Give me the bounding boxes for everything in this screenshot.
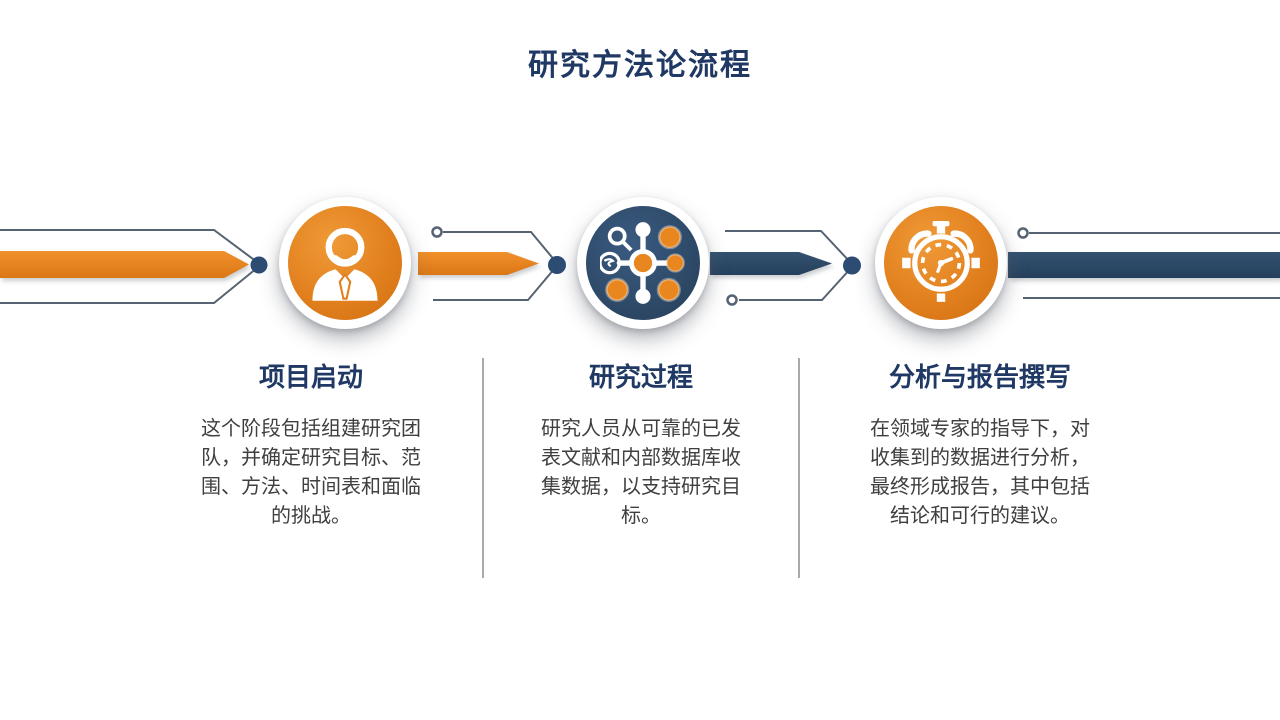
connector-ring: [726, 294, 738, 306]
step-heading-3: 分析与报告撰写: [888, 362, 1071, 392]
connector-ring: [1017, 227, 1029, 239]
connector-ring: [431, 226, 443, 238]
businessman-icon: [312, 227, 378, 301]
step-circle-2: [577, 197, 709, 329]
step-heading-1: 项目启动: [258, 362, 363, 392]
step-description-2: 研究人员从可靠的已发 表文献和内部数据库收 集数据，以支持研究目 标。: [541, 418, 741, 527]
step-circle-1-fill: [288, 206, 402, 320]
step-circle-3: [875, 197, 1007, 329]
step-description-1: 这个阶段包括组建研究团 队，并确定研究目标、范 围、方法、时间表和面临 的挑战。: [201, 418, 421, 527]
connector-end: [1008, 227, 1280, 299]
connector-start: [0, 229, 268, 304]
section-divider-1: [482, 358, 484, 578]
connector-1-2: [418, 226, 566, 301]
step-circle-3-fill: [884, 206, 998, 320]
cell-glyph: [600, 251, 621, 275]
page-title: 研究方法论流程: [528, 49, 752, 82]
magnifier-glyph: [607, 226, 633, 252]
connector-dot: [250, 256, 268, 274]
step-section-2: 研究过程 研究人员从可靠的已发 表文献和内部数据库收 集数据，以支持研究目 标。: [496, 360, 786, 531]
step-circle-2-fill: [586, 206, 700, 320]
step-circle-1: [279, 197, 411, 329]
section-divider-2: [798, 358, 800, 578]
step-description-3: 在领域专家的指导下，对 收集到的数据进行分析， 最终形成报告，其中包括 结论和可…: [870, 418, 1090, 527]
step-section-3: 分析与报告撰写 在领域专家的指导下，对 收集到的数据进行分析， 最终形成报告，其…: [825, 360, 1135, 531]
connector-dot: [548, 256, 566, 274]
step-section-1: 项目启动 这个阶段包括组建研究团 队，并确定研究目标、范 围、方法、时间表和面临…: [166, 360, 456, 531]
research-network-icon: [600, 222, 685, 304]
timeline-band: [0, 226, 1280, 306]
connector-2-3: [710, 230, 861, 306]
stopwatch-icon: [902, 221, 980, 302]
connector-dot: [843, 256, 861, 275]
step-heading-2: 研究过程: [588, 362, 693, 392]
